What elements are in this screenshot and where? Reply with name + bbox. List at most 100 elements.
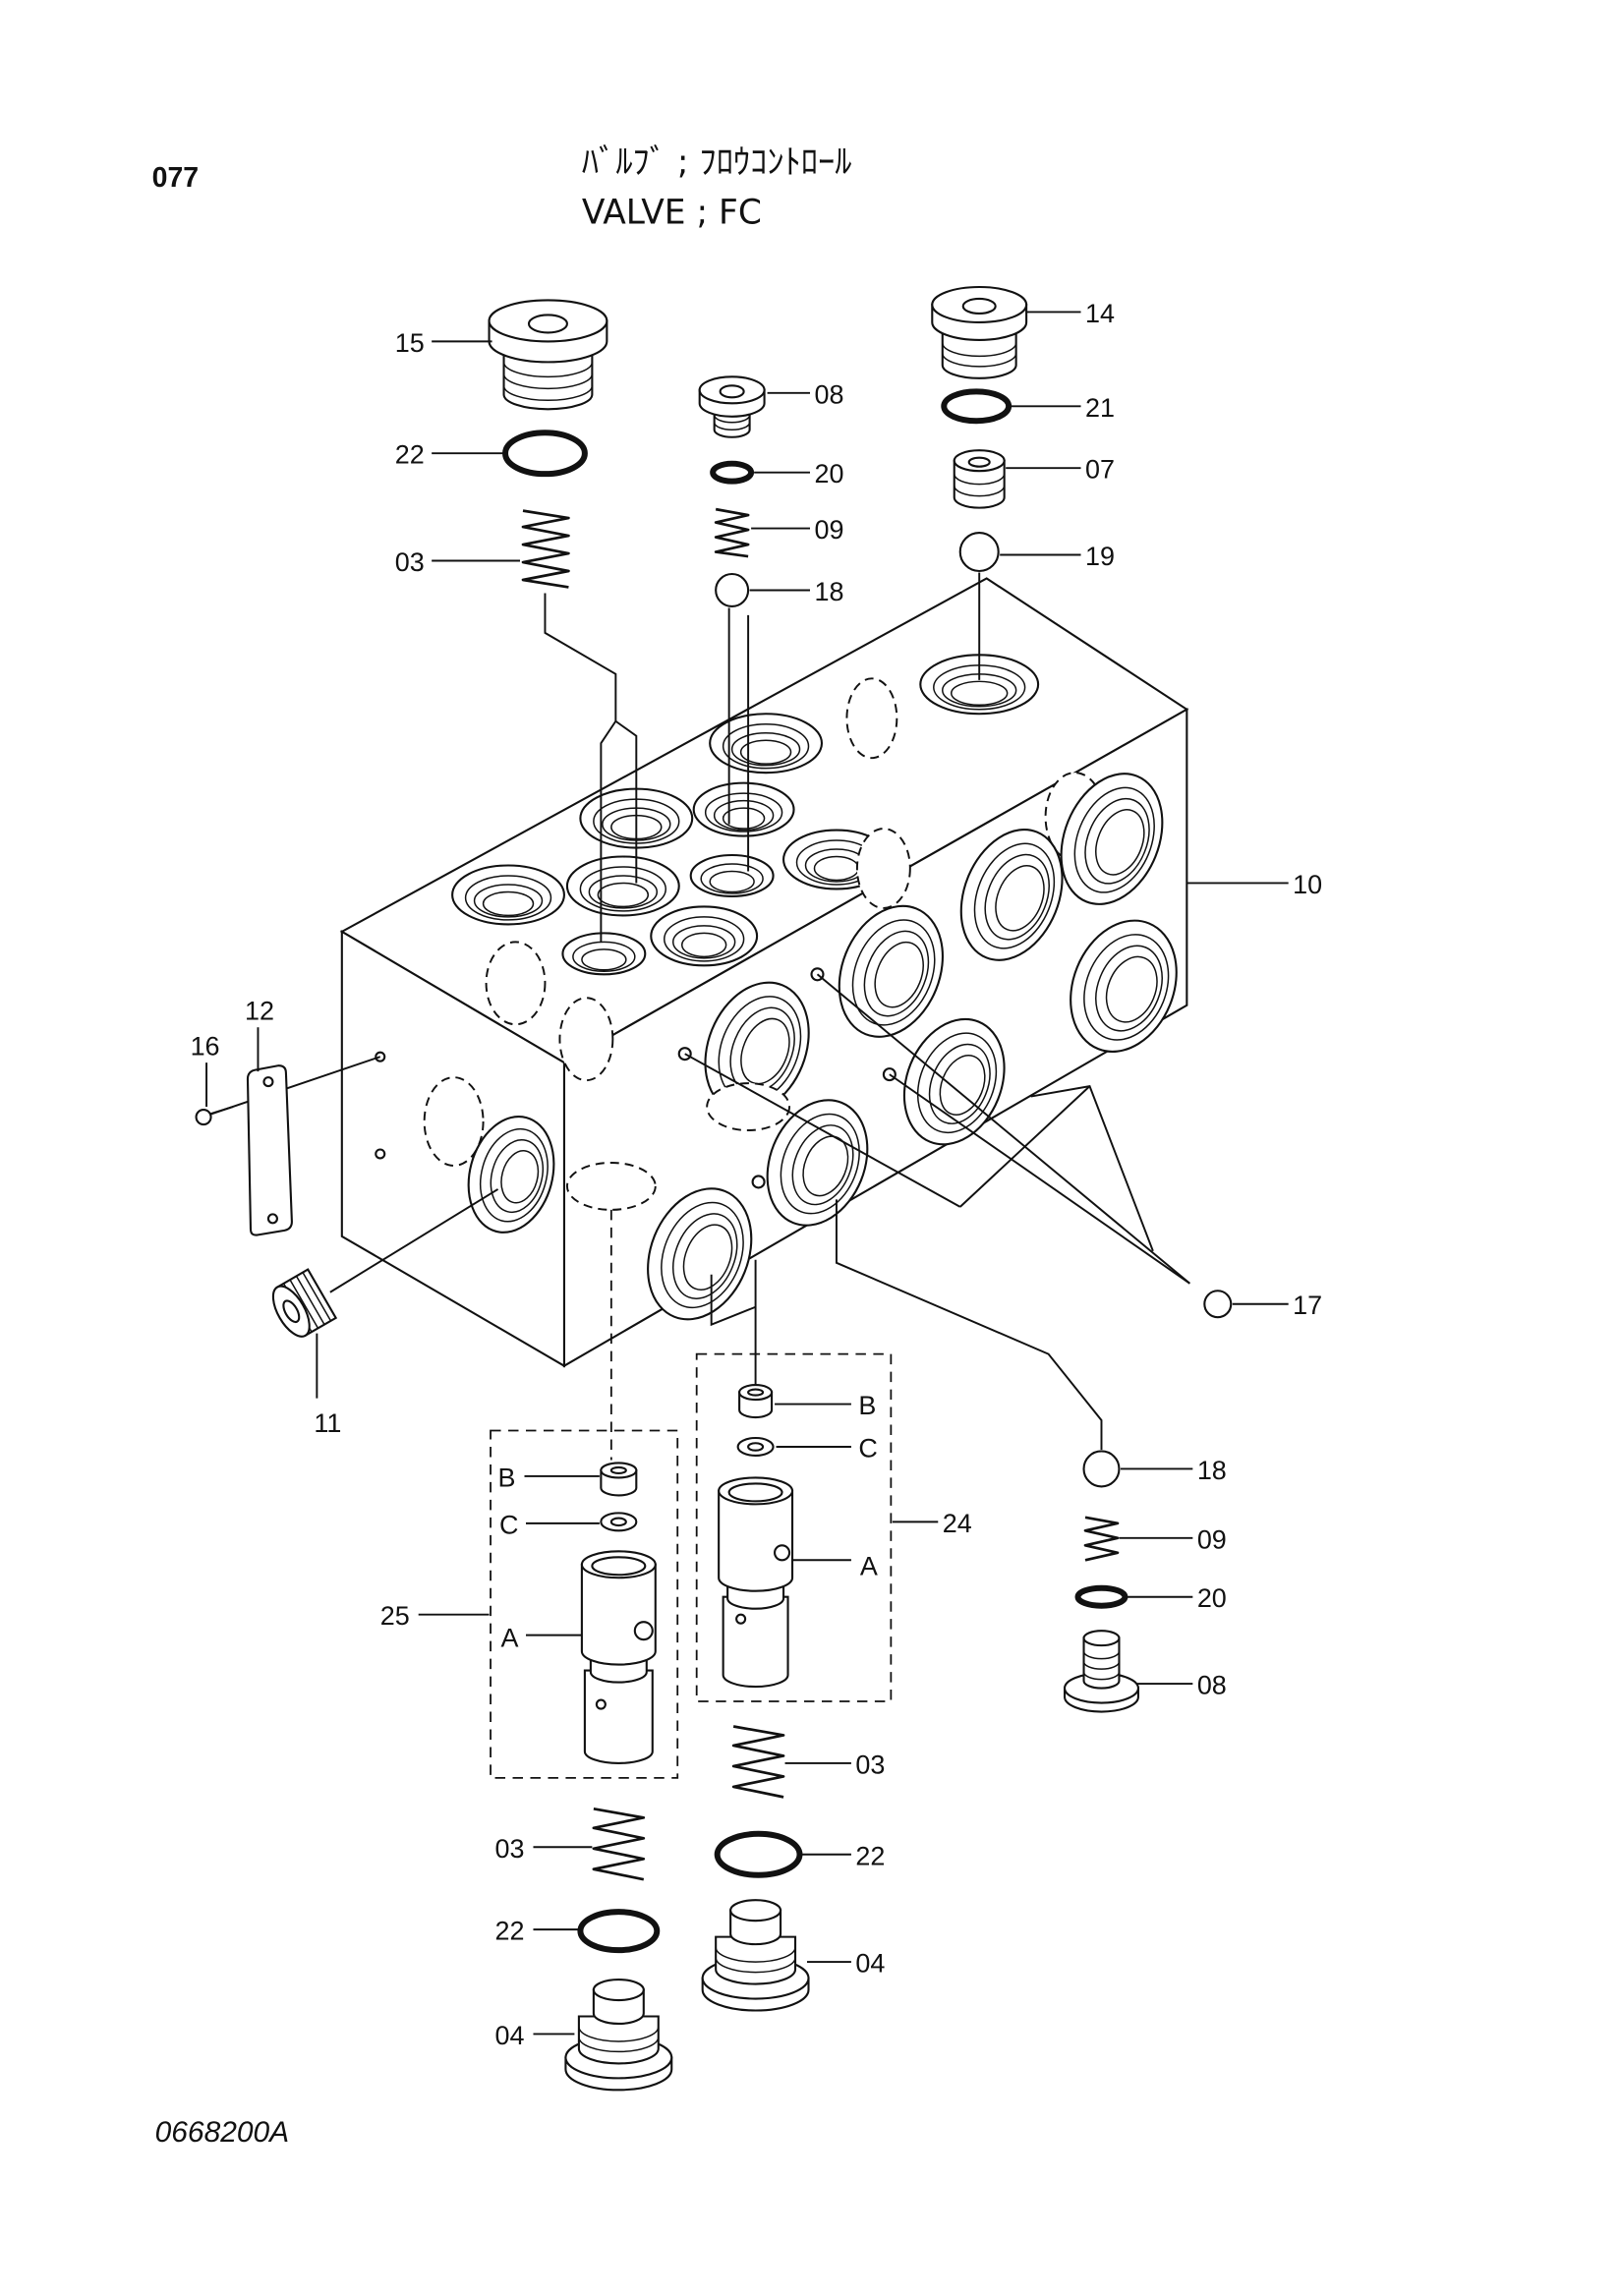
threaded-port: [1060, 773, 1164, 905]
page-number: 077: [152, 162, 199, 194]
o-ring-22: [502, 430, 588, 478]
callout-14: 14: [1085, 299, 1115, 328]
o-ring-20: [710, 460, 755, 485]
hidden-port: [423, 1076, 485, 1167]
threaded-port: [959, 829, 1064, 961]
washer-c: [736, 1436, 775, 1458]
callout-20: 20: [1197, 1583, 1227, 1613]
valve-body-10: [339, 577, 1189, 1368]
callout-11: 11: [314, 1408, 341, 1438]
callout-15: 15: [395, 328, 425, 358]
kit-25-box: [490, 1429, 679, 1779]
spring-03: [521, 509, 570, 589]
drilled-hole: [375, 1148, 386, 1160]
spring-03: [592, 1808, 646, 1881]
callout-03: 03: [495, 1834, 525, 1864]
callout-03: 03: [855, 1750, 885, 1779]
callout-09: 09: [814, 515, 843, 545]
callout-08: 08: [814, 379, 843, 409]
hidden-port: [845, 677, 898, 760]
o-ring-20: [1074, 1584, 1128, 1609]
callout-c: C: [858, 1433, 877, 1463]
o-ring-21: [941, 388, 1012, 425]
spring-09: [1083, 1516, 1120, 1562]
callout-a: A: [860, 1551, 878, 1580]
threaded-port: [902, 1017, 1006, 1146]
spool-a: [718, 1476, 794, 1689]
drilled-hole: [751, 1175, 766, 1189]
callout-10: 10: [1293, 870, 1322, 899]
callout-b: B: [858, 1391, 876, 1420]
callout-07: 07: [1085, 455, 1115, 485]
threaded-port: [766, 1099, 869, 1227]
callout-04: 04: [495, 2021, 525, 2050]
spool-a: [580, 1550, 657, 1764]
plug-14: [931, 285, 1028, 379]
callout-22: 22: [855, 1841, 885, 1870]
callout-04: 04: [855, 1949, 885, 1979]
drawing-number: 0668200A: [155, 2116, 290, 2149]
callout-12: 12: [245, 997, 274, 1026]
callout-17: 17: [1293, 1291, 1322, 1320]
screw-16: [195, 1106, 234, 1126]
threaded-port: [565, 855, 680, 917]
threaded-port: [689, 853, 775, 897]
callout-c: C: [499, 1510, 518, 1539]
plug-08: [1064, 1630, 1139, 1713]
spring-03: [731, 1725, 785, 1799]
callout-22: 22: [495, 1917, 525, 1946]
assembly-line: [600, 720, 617, 943]
assembly-line: [210, 1056, 381, 1116]
assembly-line: [684, 1053, 961, 1208]
callout-21: 21: [1085, 393, 1115, 423]
plug-08: [698, 375, 766, 438]
ball-18: [1082, 1450, 1121, 1488]
plug-04: [701, 1899, 810, 2012]
callout-22: 22: [395, 440, 425, 470]
body-step-edge: [1030, 1085, 1154, 1252]
seat-b: [600, 1462, 638, 1497]
ball-17: [1203, 1290, 1233, 1319]
threaded-port: [561, 932, 647, 976]
hidden-port: [485, 941, 547, 1026]
callout-b: B: [498, 1463, 516, 1492]
hidden-port: [558, 997, 614, 1082]
callout-09: 09: [1197, 1524, 1227, 1554]
callout-16: 16: [191, 1032, 220, 1062]
callout-20: 20: [814, 459, 843, 488]
hidden-port: [855, 828, 911, 909]
threaded-port: [467, 1116, 555, 1234]
callout-19: 19: [1085, 542, 1115, 571]
callout-24: 24: [943, 1509, 972, 1538]
plug-07: [953, 449, 1006, 509]
callout-a: A: [501, 1624, 519, 1653]
assembly-line: [544, 593, 617, 721]
callout-25: 25: [380, 1601, 410, 1631]
plug-11: [271, 1268, 338, 1338]
callout-03: 03: [395, 547, 425, 577]
plug-04: [564, 1979, 673, 2092]
assembly-line: [889, 1073, 1190, 1285]
threaded-port: [709, 713, 824, 775]
ball-19: [958, 532, 1000, 573]
assembly-line: [816, 973, 1190, 1285]
ball-18: [715, 572, 750, 607]
plug-15: [488, 299, 608, 411]
assembly-lines: [210, 572, 1190, 1461]
callout-08: 08: [1197, 1671, 1227, 1700]
hidden-port: [706, 1082, 791, 1132]
threaded-port: [451, 864, 565, 926]
callout-18: 18: [1197, 1456, 1227, 1485]
assembly-line: [835, 1199, 1103, 1450]
hidden-port: [565, 1162, 657, 1211]
kit-24-box: [695, 1352, 893, 1702]
threaded-port: [1070, 919, 1178, 1053]
washer-c: [600, 1512, 638, 1532]
o-ring-22: [714, 1830, 803, 1878]
threaded-port: [692, 781, 795, 837]
threaded-port: [650, 905, 759, 967]
callout-18: 18: [814, 577, 843, 606]
spring-09: [714, 507, 750, 558]
seat-b: [738, 1384, 774, 1419]
